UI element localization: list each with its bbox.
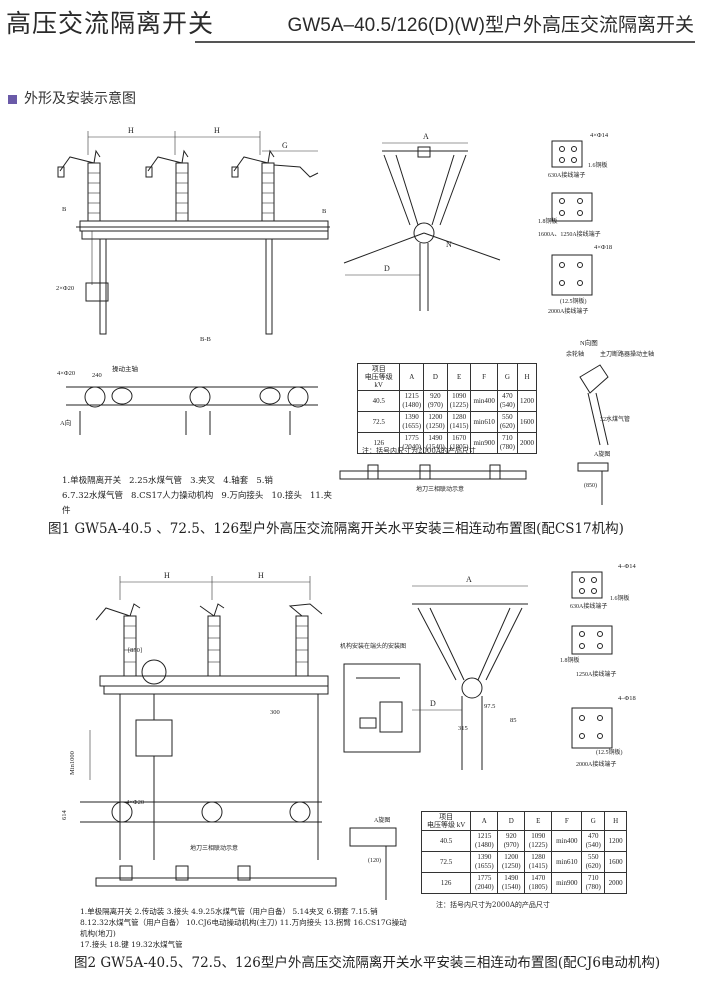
fig2-table-head-item: 项目电压等级 kV bbox=[420, 811, 472, 831]
svg-text:B: B bbox=[322, 208, 327, 215]
fig2-legend: 1.单极隔离开关 2.传动装 3.接头 4.9.25水煤气管（用户自备） 5.1… bbox=[80, 907, 407, 949]
fig1-holes-14: 4×Φ14 bbox=[590, 132, 609, 139]
fig1-32pipe: 32水煤气管 bbox=[600, 415, 630, 423]
fig2-315: 315 bbox=[458, 725, 468, 732]
figure-2-drawing: H H [850] Min1000 300 机构安装在端头的安装图 A bbox=[61, 563, 637, 900]
header-rule bbox=[195, 41, 695, 43]
fig2-mechanism-inset: 机构安装在端头的安装图 bbox=[340, 642, 421, 753]
fig2-a-view-label: A旋图 bbox=[374, 816, 390, 824]
fig2-ground-label: 地刀三相联动示意 bbox=[190, 844, 238, 852]
fig1-terminal-125: (12.5铜板) bbox=[560, 297, 587, 305]
figure-1-drawing: H H G B B B-B 2×Φ20 A bbox=[56, 126, 654, 505]
fig1-terminal-2000: 2000A接线端子 bbox=[548, 307, 588, 315]
fig1-bb-label: B-B bbox=[200, 336, 212, 343]
fig1-board-18: 1.8铜板 bbox=[538, 217, 558, 225]
fig1-axis: 主刀断路器操动主轴 bbox=[600, 350, 654, 358]
fig2-dim-h2: H bbox=[258, 571, 264, 580]
fig2-300: 300 bbox=[270, 709, 280, 716]
fig2-dim-d: D bbox=[430, 699, 436, 708]
fig2-holes-14: 4–Φ14 bbox=[618, 563, 637, 570]
header-left-title: 高压交流隔离开关 bbox=[6, 9, 215, 38]
fig1-dim-d: D bbox=[384, 264, 390, 273]
fig2-terminal-1250: 1250A接线端子 bbox=[576, 670, 616, 678]
fig1-plan-view: 240 4×Φ20 操动主轴 A向 bbox=[57, 364, 318, 435]
fig2-pole-2 bbox=[199, 603, 225, 677]
svg-text:B: B bbox=[62, 206, 67, 213]
fig1-terminal-1600: 1600A、1250A接线端子 bbox=[538, 230, 601, 238]
fig1-dim-a: A bbox=[423, 132, 429, 141]
fig1-hole: 4×Φ20 bbox=[57, 370, 75, 377]
fig1-holes-18: 4×Φ18 bbox=[594, 244, 612, 251]
fig2-terminal-diagrams: 4–Φ14 1.6铜板 630A接线端子 1.8铜板 1250A接线端子 4–Φ… bbox=[560, 563, 637, 768]
fig1-drive-label: 操动主轴 bbox=[112, 364, 139, 373]
fig1-n-label: N bbox=[446, 240, 452, 249]
fig1-n-view-label: N向图 bbox=[580, 338, 598, 347]
fig2-614: 614 bbox=[61, 810, 68, 821]
fig1-terminal-630: 630A接线端子 bbox=[548, 171, 585, 179]
fig2-hole: 4×Φ20 bbox=[126, 799, 144, 806]
fig2-pole-1 bbox=[95, 603, 141, 677]
fig1-n-view: N向图 余轮轴 主刀断路器操动主轴 32水煤气管 A旋图 (850) bbox=[566, 338, 654, 505]
fig1-side-view: A D N bbox=[343, 132, 501, 311]
fig1-hole2-label: 2×Φ20 bbox=[56, 285, 74, 292]
fig1-board-16: 1.6铜板 bbox=[588, 161, 608, 169]
fig2-terminal-2000: 2000A接线端子 bbox=[576, 760, 616, 768]
fig2-97: 97.5 bbox=[484, 703, 495, 710]
page-header: 高压交流隔离开关 GW5A–40.5/126(D)(W)型户外高压交流隔离开关 bbox=[0, 0, 710, 48]
fig1-dim-g: G bbox=[282, 141, 288, 150]
fig2-board-18: 1.8铜板 bbox=[560, 656, 580, 664]
fig2-table-note: 注：括号内尺寸为2000A的产品尺寸 bbox=[436, 901, 550, 909]
fig2-caption: 图2 GW5A-40.5、72.5、126型户外高压交流隔离开关水平安装三相连动… bbox=[74, 955, 661, 971]
section-bullet-icon bbox=[8, 94, 17, 104]
section-heading: 外形及安装示意图 bbox=[8, 88, 136, 108]
fig2-850: [850] bbox=[128, 647, 142, 654]
fig1-ground-link: 地刀三相联动示意 bbox=[339, 464, 527, 493]
fig1-terminal-diagrams: 4×Φ14 1.6铜板 630A接线端子 1.8铜板 1600A、1250A接线… bbox=[538, 132, 612, 315]
fig1-a-view: A向 bbox=[60, 418, 71, 427]
fig2-120: (120) bbox=[368, 857, 381, 864]
fig2-side-view: A D 97.5 315 85 bbox=[412, 575, 528, 770]
fig2-box-label: 机构安装在端头的安装图 bbox=[340, 642, 406, 650]
fig1-table-note: 注：括号内尺寸为2000A的产品尺寸 bbox=[362, 447, 476, 455]
fig1-pole-3 bbox=[231, 149, 319, 222]
fig2-terminal-125: (12.5铜板) bbox=[596, 748, 623, 756]
fig1-240: 240 bbox=[92, 372, 102, 379]
fig1-dim-h1: H bbox=[128, 126, 134, 135]
section-title: 外形及安装示意图 bbox=[24, 91, 136, 107]
fig1-table-head-item: 项目电压等级 kV bbox=[356, 363, 401, 391]
fig2-terminal-630: 630A接线端子 bbox=[570, 602, 607, 610]
fig1-350: (850) bbox=[584, 482, 597, 489]
fig1-dim-h2: H bbox=[214, 126, 220, 135]
fig2-dim-a: A bbox=[466, 575, 472, 584]
fig1-pole-2 bbox=[145, 149, 189, 222]
fig1-caption: 图1 GW5A-40.5 、72.5、126型户外高压交流隔离开关水平安装三相连… bbox=[48, 521, 624, 537]
fig2-dim-h1: H bbox=[164, 571, 170, 580]
header-right-title: GW5A–40.5/126(D)(W)型户外高压交流隔离开关 bbox=[287, 15, 694, 36]
fig1-axis2: 余轮轴 bbox=[566, 350, 584, 358]
fig2-pole-3 bbox=[288, 603, 323, 677]
fig2-board-16: 1.6铜板 bbox=[610, 594, 630, 602]
fig1-ground-label: 地刀三相联动示意 bbox=[416, 485, 464, 493]
fig2-85: 85 bbox=[510, 717, 517, 724]
fig2-plan-view: 4×Φ20 614 地刀三相联动示意 bbox=[61, 799, 337, 887]
fig1-a-view2: A旋图 bbox=[594, 450, 610, 458]
fig2-a-view: A旋图 (120) bbox=[349, 816, 397, 900]
fig2-holes-18: 4–Φ18 bbox=[618, 695, 636, 702]
fig2-min1000: Min1000 bbox=[69, 751, 76, 775]
